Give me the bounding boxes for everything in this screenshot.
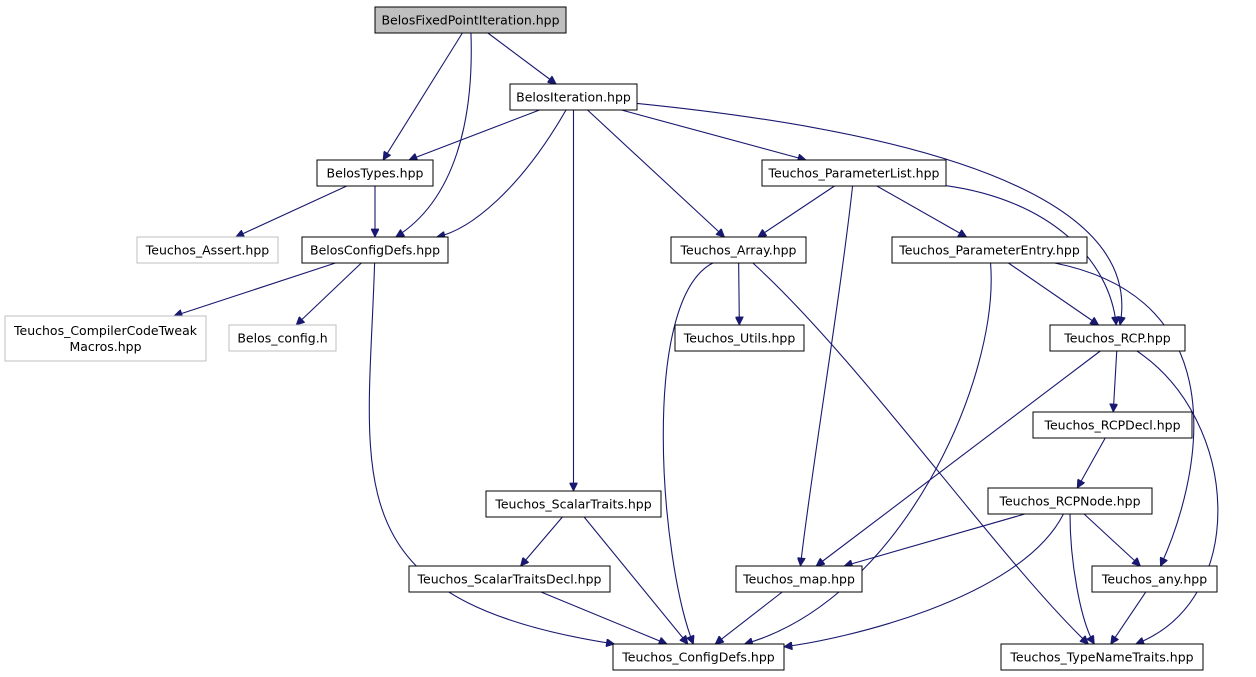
edge-rcpnode-to-teuchosconfig — [784, 513, 1064, 647]
node-types[interactable]: BelosTypes.hpp — [316, 159, 434, 187]
edge-rcp-to-rcpdecl — [1113, 350, 1117, 412]
node-box[interactable] — [987, 487, 1153, 515]
node-rcpnode[interactable]: Teuchos_RCPNode.hpp — [987, 487, 1153, 515]
edge-paramlist-to-array — [758, 185, 835, 237]
edge-iteration-to-array — [587, 109, 725, 237]
node-utils[interactable]: Teuchos_Utils.hpp — [674, 324, 805, 352]
edge-iteration-to-paramlist — [621, 109, 806, 160]
edge-configdefs-to-belosconfig — [296, 262, 362, 325]
edge-rcpnode-to-typenametraits — [1069, 513, 1095, 644]
node-label: Teuchos_ScalarTraitsDecl.hpp — [417, 572, 602, 587]
node-configdefs[interactable]: BelosConfigDefs.hpp — [301, 236, 449, 264]
node-label: BelosConfigDefs.hpp — [310, 243, 440, 258]
node-belosconfig[interactable]: Belos_config.h — [228, 324, 337, 352]
node-box[interactable] — [761, 159, 947, 187]
node-box[interactable] — [485, 490, 662, 518]
edge-rcp-to-map — [816, 350, 1101, 566]
edge-paramentry-to-any — [1054, 262, 1195, 566]
edge-iteration-to-rcp — [636, 102, 1122, 325]
node-box[interactable] — [509, 83, 638, 111]
node-label: Teuchos_ParameterEntry.hpp — [898, 243, 1080, 258]
edge-rcpdecl-to-rcpnode — [1076, 437, 1106, 488]
node-label: Teuchos_RCP.hpp — [1063, 331, 1171, 346]
edge-paramlist-to-paramentry — [876, 185, 967, 238]
edge-array-to-utils — [739, 262, 740, 325]
edge-rcpnode-to-map — [844, 513, 1025, 566]
node-box[interactable] — [316, 159, 434, 187]
node-typenametraits[interactable]: Teuchos_TypeNameTraits.hpp — [1000, 643, 1204, 671]
node-paramentry[interactable]: Teuchos_ParameterEntry.hpp — [891, 236, 1088, 264]
node-label: Teuchos_Assert.hpp — [145, 243, 269, 258]
edge-types-to-assert — [236, 185, 347, 237]
node-label: Teuchos_ConfigDefs.hpp — [621, 650, 774, 665]
node-teuchosconfig[interactable]: Teuchos_ConfigDefs.hpp — [612, 643, 785, 671]
node-box[interactable] — [301, 236, 449, 264]
node-box[interactable] — [228, 324, 337, 352]
node-map[interactable]: Teuchos_map.hpp — [735, 565, 863, 593]
node-rcp[interactable]: Teuchos_RCP.hpp — [1049, 324, 1186, 352]
node-box[interactable] — [612, 643, 785, 671]
edge-rcpnode-to-any — [1083, 513, 1140, 566]
node-box[interactable] — [1091, 565, 1218, 593]
node-label: Belos_config.h — [237, 331, 327, 346]
node-any[interactable]: Teuchos_any.hpp — [1091, 565, 1218, 593]
edge-iteration-to-configdefs — [437, 109, 567, 237]
edge-fixedpoint-to-types — [383, 32, 463, 160]
edge-fixedpoint-to-configdefs — [396, 32, 472, 237]
edge-scalartraits-to-teuchosconfig — [583, 516, 688, 644]
node-label: BelosFixedPointIteration.hpp — [381, 13, 559, 28]
node-label: Teuchos_ScalarTraits.hpp — [494, 497, 651, 512]
node-label: Teuchos_TypeNameTraits.hpp — [1009, 650, 1193, 665]
edges-layer — [174, 32, 1219, 647]
edge-array-to-typenametraits — [752, 262, 1088, 644]
edge-any-to-typenametraits — [1111, 591, 1147, 644]
node-box[interactable] — [891, 236, 1088, 264]
nodes-layer: BelosFixedPointIteration.hppBelosIterati… — [4, 6, 1218, 671]
node-box[interactable] — [1000, 643, 1204, 671]
node-box[interactable] — [1049, 324, 1186, 352]
node-assert[interactable]: Teuchos_Assert.hpp — [136, 236, 279, 264]
edge-iteration-to-types — [409, 109, 540, 160]
edge-configdefs-to-teuchosconfig — [368, 262, 614, 644]
edge-paramlist-to-map — [800, 185, 854, 566]
edge-rcp-to-typenametraits — [1136, 350, 1219, 644]
node-scalartraits[interactable]: Teuchos_ScalarTraits.hpp — [485, 490, 662, 518]
edge-paramlist-to-rcp — [945, 185, 1116, 325]
node-box[interactable] — [136, 236, 279, 264]
node-label: Teuchos_Utils.hpp — [683, 331, 796, 346]
node-box[interactable] — [1032, 411, 1193, 439]
node-box[interactable] — [670, 236, 807, 264]
node-array[interactable]: Teuchos_Array.hpp — [670, 236, 807, 264]
edge-scalartraitsdecl-to-teuchosconfig — [540, 591, 667, 644]
node-label: Teuchos_CompilerCodeTweak — [13, 323, 198, 338]
node-label: BelosIteration.hpp — [516, 90, 631, 105]
node-box[interactable] — [374, 6, 567, 34]
edge-fixedpoint-to-iteration — [487, 32, 556, 84]
node-label: Teuchos_RCPDecl.hpp — [1043, 418, 1180, 433]
node-box[interactable] — [408, 565, 611, 593]
node-label: Teuchos_Array.hpp — [680, 243, 797, 258]
node-label: Teuchos_ParameterList.hpp — [768, 166, 940, 181]
node-fixedpoint[interactable]: BelosFixedPointIteration.hpp — [374, 6, 567, 34]
node-iteration[interactable]: BelosIteration.hpp — [509, 83, 638, 111]
edge-scalartraits-to-scalartraitsdecl — [521, 516, 563, 566]
edge-paramentry-to-rcp — [1008, 262, 1098, 325]
node-label: Teuchos_any.hpp — [1101, 572, 1207, 587]
node-paramlist[interactable]: Teuchos_ParameterList.hpp — [761, 159, 947, 187]
edge-array-to-teuchosconfig — [662, 262, 714, 644]
node-box[interactable] — [674, 324, 805, 352]
node-label: Macros.hpp — [69, 339, 141, 354]
edge-configdefs-to-compilertweak — [174, 262, 336, 316]
edge-map-to-teuchosconfig — [715, 591, 783, 644]
node-scalartraitsdecl[interactable]: Teuchos_ScalarTraitsDecl.hpp — [408, 565, 611, 593]
node-box[interactable] — [735, 565, 863, 593]
node-label: Teuchos_map.hpp — [742, 572, 855, 587]
node-label: BelosTypes.hpp — [327, 166, 424, 181]
node-label: Teuchos_RCPNode.hpp — [998, 494, 1140, 509]
node-rcpdecl[interactable]: Teuchos_RCPDecl.hpp — [1032, 411, 1193, 439]
node-box[interactable] — [4, 315, 207, 362]
